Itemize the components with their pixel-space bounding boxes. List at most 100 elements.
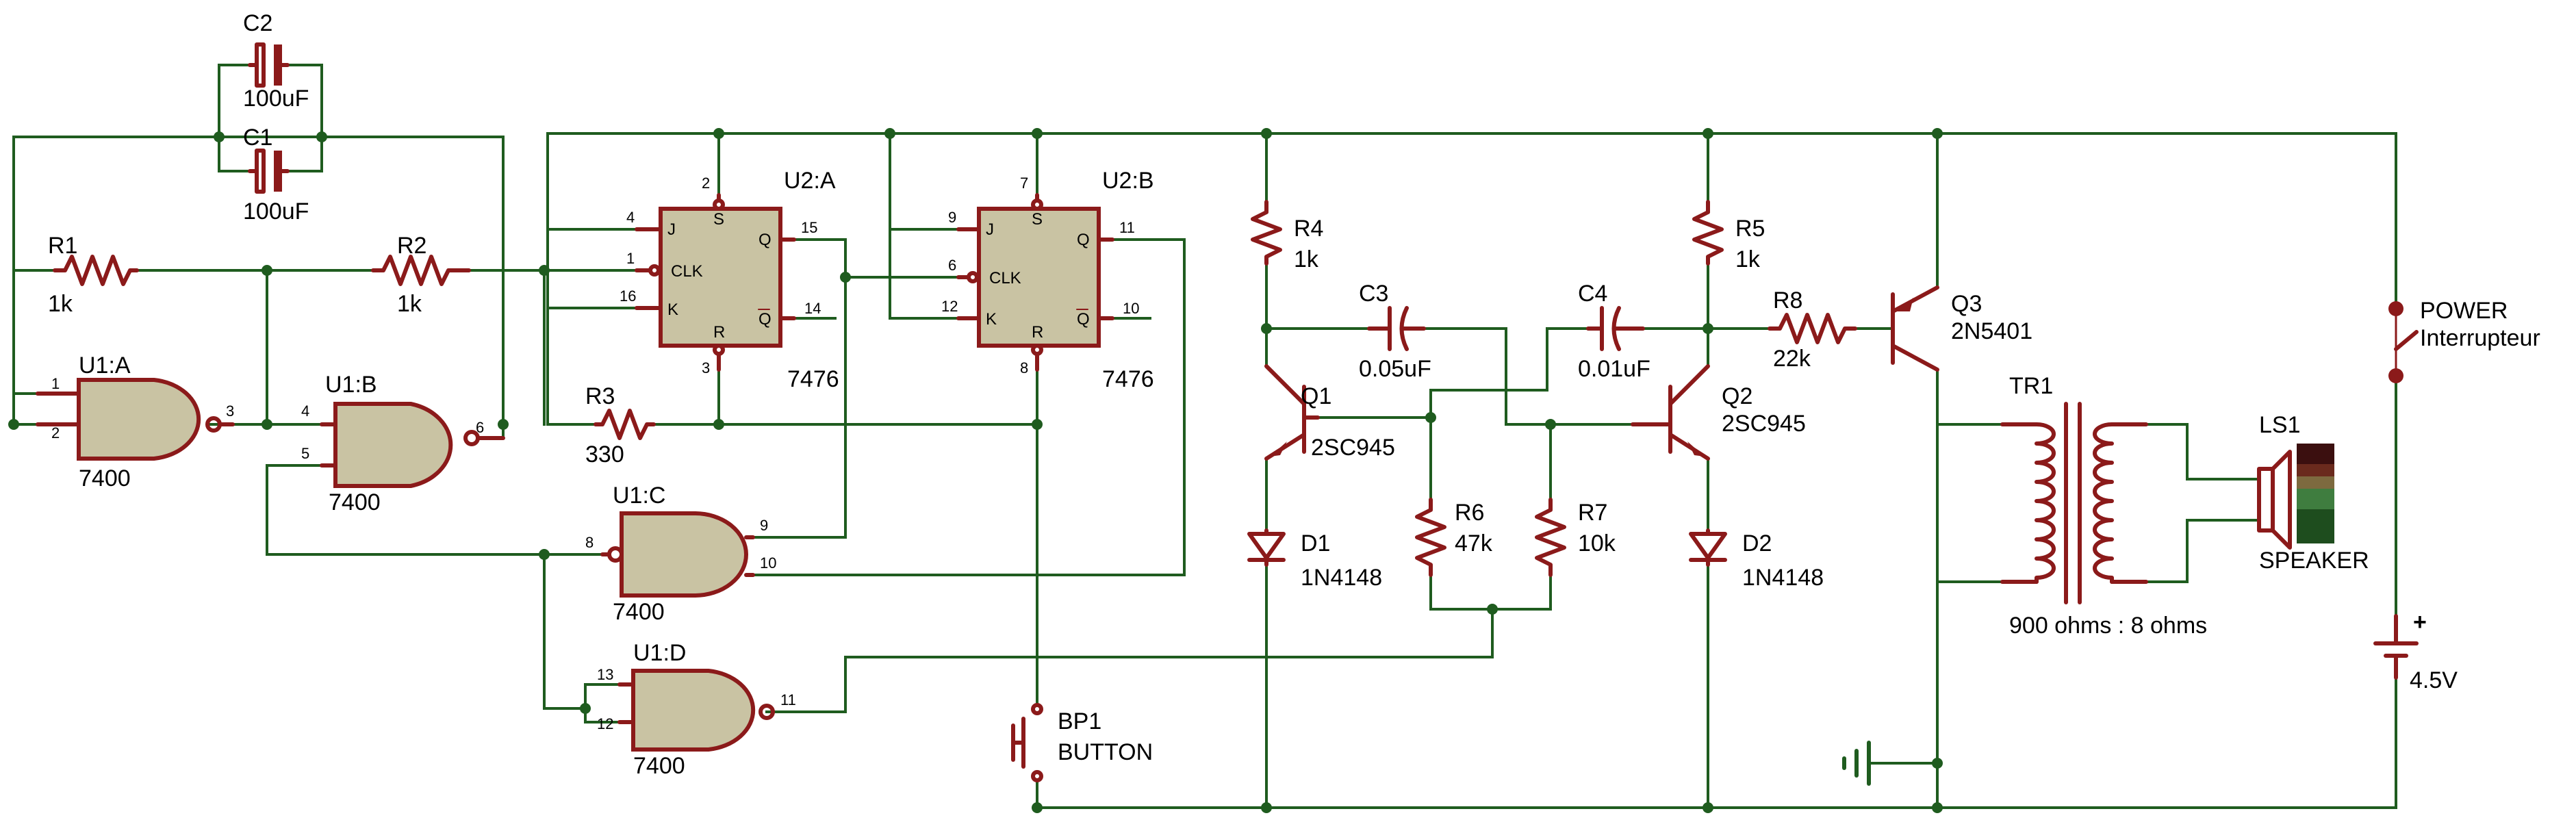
- transistor-q3: Q3 2N5401: [1891, 285, 2032, 372]
- u1c-part: 7400: [613, 599, 665, 625]
- r6-ref: R6: [1455, 500, 1484, 526]
- c3-value: 0.05uF: [1359, 356, 1431, 382]
- d1-part: 1N4148: [1301, 565, 1382, 591]
- c1-ref: C1: [243, 125, 272, 151]
- u2a-label-r: R: [713, 323, 725, 342]
- r5-ref: R5: [1735, 216, 1765, 242]
- u2b-label-s: S: [1032, 210, 1043, 229]
- u1d-pin-12: 12: [597, 715, 613, 732]
- u1d-pin-11: 11: [780, 691, 796, 708]
- q3-part: 2N5401: [1951, 318, 2032, 344]
- speaker-ls1: LS1 SPEAKER: [2257, 412, 2369, 574]
- ls1-label: SPEAKER: [2259, 548, 2369, 574]
- nand-gate-u1b: 4 5 6 U1:B 7400: [301, 372, 505, 515]
- resistor-r4: R4 1k: [1251, 200, 1323, 272]
- r3-ref: R3: [585, 383, 615, 409]
- diode-d1: D1 1N4148: [1247, 528, 1382, 591]
- c4-value: 0.01uF: [1578, 356, 1650, 382]
- u1d-pin-13: 13: [597, 666, 613, 683]
- d2-part: 1N4148: [1742, 565, 1824, 591]
- u2a-pin-qbar: 14: [804, 300, 821, 317]
- flipflop-u2a: 4 1 16 2 3 15 14 J CLK K S R Q Q U2:A 74…: [620, 168, 839, 392]
- q2-ref: Q2: [1722, 383, 1752, 409]
- power-switch: POWER Interrupteur: [2388, 298, 2540, 383]
- c2-ref: C2: [243, 10, 272, 36]
- r1-value: 1k: [48, 291, 73, 317]
- r2-value: 1k: [397, 291, 422, 317]
- battery: + 4.5V: [2373, 609, 2458, 693]
- u2a-pin-r: 3: [702, 359, 710, 376]
- c3-ref: C3: [1359, 281, 1388, 307]
- r1-ref: R1: [48, 233, 77, 259]
- resistor-r5: R5 1k: [1692, 200, 1765, 272]
- u1c-ref: U1:C: [613, 483, 665, 509]
- r4-ref: R4: [1294, 216, 1323, 242]
- junction-dots: [8, 128, 1943, 813]
- u1b-pin-6: 6: [476, 419, 484, 436]
- u2b-ref: U2:B: [1102, 168, 1154, 194]
- battery-value: 4.5V: [2410, 667, 2458, 693]
- bp1-ref: BP1: [1058, 708, 1101, 734]
- u2b-label-r: R: [1032, 323, 1043, 342]
- r2-ref: R2: [397, 233, 426, 259]
- c4-ref: C4: [1578, 281, 1607, 307]
- resistor-r6: R6 47k: [1415, 498, 1493, 577]
- c1-value: 100uF: [243, 198, 309, 225]
- push-button-bp1: BP1 BUTTON: [1011, 703, 1153, 782]
- u2a-pin-clk: 1: [626, 250, 635, 267]
- power-label: Interrupteur: [2420, 325, 2540, 351]
- capacitor-c2: C2 100uF: [243, 10, 309, 112]
- tr1-ratio: 900 ohms : 8 ohms: [2009, 613, 2207, 639]
- u2b-label-j: J: [986, 220, 994, 239]
- u1a-pin-2: 2: [51, 424, 60, 441]
- q2-part: 2SC945: [1722, 411, 1806, 437]
- r4-value: 1k: [1294, 246, 1319, 272]
- u1a-part: 7400: [79, 465, 131, 491]
- capacitor-c3: C3 0.05uF: [1359, 281, 1431, 382]
- u1d-ref: U1:D: [633, 640, 686, 666]
- power-ref: POWER: [2420, 298, 2508, 324]
- u2a-label-q: Q: [758, 231, 771, 249]
- r5-value: 1k: [1735, 246, 1761, 272]
- u1a-pin-1: 1: [51, 375, 60, 392]
- resistor-r2: R2 1k: [371, 233, 471, 317]
- u2b-pin-qbar: 10: [1123, 300, 1139, 317]
- u1a-pin-3: 3: [226, 402, 234, 420]
- capacitor-c4: C4 0.01uF: [1578, 281, 1650, 382]
- u2a-label-qbar: Q: [758, 310, 771, 329]
- r8-value: 22k: [1773, 346, 1811, 372]
- u1a-ref: U1:A: [79, 353, 131, 379]
- r3-value: 330: [585, 441, 624, 467]
- d1-ref: D1: [1301, 530, 1330, 556]
- u2a-label-s: S: [713, 210, 724, 229]
- u1b-pin-5: 5: [301, 445, 309, 462]
- u2a-part: 7476: [787, 366, 839, 392]
- ls1-ref: LS1: [2259, 412, 2301, 438]
- u1c-pin-9: 9: [760, 517, 768, 534]
- q3-ref: Q3: [1951, 291, 1982, 317]
- u1d-part: 7400: [633, 753, 685, 779]
- capacitor-c1: C1 100uF: [243, 125, 309, 225]
- q1-part: 2SC945: [1311, 435, 1395, 461]
- r6-value: 47k: [1455, 530, 1493, 556]
- u2a-label-j: J: [667, 220, 676, 239]
- u1b-pin-4: 4: [301, 402, 309, 420]
- u2b-pin-clk: 6: [948, 257, 956, 274]
- u2b-part: 7476: [1102, 366, 1154, 392]
- nand-gate-u1d: 13 12 11 U1:D 7400: [597, 640, 796, 779]
- diode-d2: D2 1N4148: [1689, 528, 1824, 591]
- flipflop-u2b: 9 6 12 7 8 11 10 J CLK K S R Q Q U2:B 74…: [941, 168, 1154, 392]
- u1b-ref: U1:B: [325, 372, 377, 398]
- resistor-r1: R1 1k: [48, 233, 139, 317]
- resistor-r8: R8 22k: [1768, 287, 1857, 372]
- nand-gate-u1a: 1 2 3 U1:A 7400: [36, 353, 235, 491]
- u2b-label-qbar: Q: [1077, 310, 1090, 329]
- r7-ref: R7: [1578, 500, 1607, 526]
- u2a-label-k: K: [667, 300, 678, 319]
- u2a-pin-k: 16: [620, 287, 636, 305]
- u2b-label-k: K: [986, 310, 997, 329]
- d2-ref: D2: [1742, 530, 1772, 556]
- u2b-label-q: Q: [1077, 231, 1090, 249]
- c2-value: 100uF: [243, 86, 309, 112]
- u2b-label-clk: CLK: [989, 269, 1021, 287]
